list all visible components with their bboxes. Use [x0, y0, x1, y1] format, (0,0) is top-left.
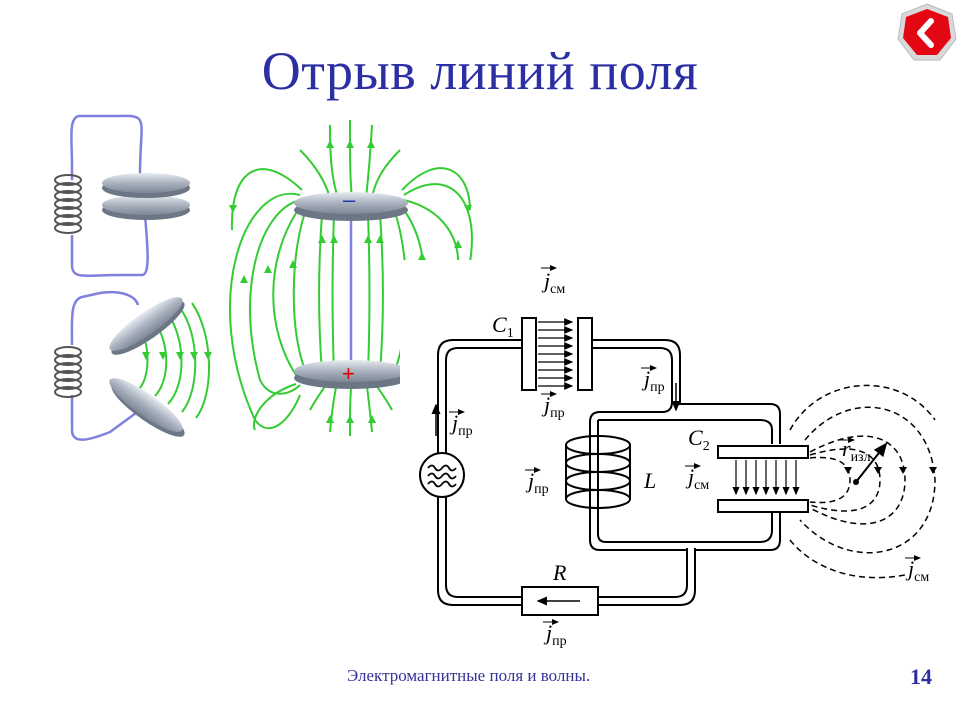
radiated-field-lines — [789, 384, 936, 579]
oscillating-circuit: C1 C2 L R jсм jпр jпр jпр jпр — [400, 260, 940, 660]
chevron-left-icon — [897, 3, 957, 61]
lc-circuit-closed — [54, 114, 190, 278]
svg-text:rизл: rизл — [842, 436, 871, 465]
label-j-sm-field: jсм — [905, 555, 929, 585]
label-r-izl: rизл — [839, 436, 871, 465]
svg-text:jпр: jпр — [449, 410, 473, 439]
coil-icon — [54, 346, 82, 398]
label-j-pr-resistor: jпр — [543, 619, 567, 649]
label-j-pr-top-right: jпр — [641, 365, 665, 395]
svg-text:jсм: jсм — [685, 464, 709, 493]
svg-text:jпр: jпр — [541, 392, 565, 421]
label-j-pr-generator: jпр — [449, 409, 473, 439]
svg-text:jсм: jсм — [541, 268, 565, 297]
label-j-pr-coil: jпр — [525, 467, 549, 497]
tilted-plates — [109, 297, 185, 437]
back-button[interactable] — [896, 2, 958, 64]
page-number: 14 — [910, 664, 932, 689]
svg-text:jсм: jсм — [905, 556, 929, 585]
svg-text:jпр: jпр — [641, 366, 665, 395]
minus-sign: – — [343, 187, 356, 212]
resistor — [521, 586, 599, 616]
label-c2: C2 — [688, 425, 710, 454]
label-inductor: L — [643, 468, 656, 493]
label-j-sm-c2: jсм — [685, 463, 709, 493]
dipole-field: – + — [229, 119, 473, 437]
ac-source-icon — [419, 452, 465, 498]
capacitor-c1 — [521, 317, 593, 391]
svg-text:jпр: jпр — [525, 468, 549, 497]
page-title: Отрыв линий поля — [261, 41, 699, 101]
svg-text:jпр: jпр — [543, 620, 567, 649]
inductor-coil — [565, 435, 631, 509]
label-j-sm-c1: jсм — [541, 265, 565, 297]
lc-circuit-open — [54, 290, 212, 441]
label-resistor: R — [552, 560, 567, 585]
capacitor-c2 — [717, 445, 809, 513]
label-j-pr-c1: jпр — [541, 391, 565, 421]
plus-sign: + — [342, 361, 355, 386]
field-lines-small — [139, 302, 210, 419]
footer-text: Электромагнитные поля и волны. — [347, 666, 591, 685]
label-c1: C1 — [492, 312, 514, 341]
capacitor-plates — [102, 173, 190, 220]
coil-icon — [54, 174, 82, 234]
